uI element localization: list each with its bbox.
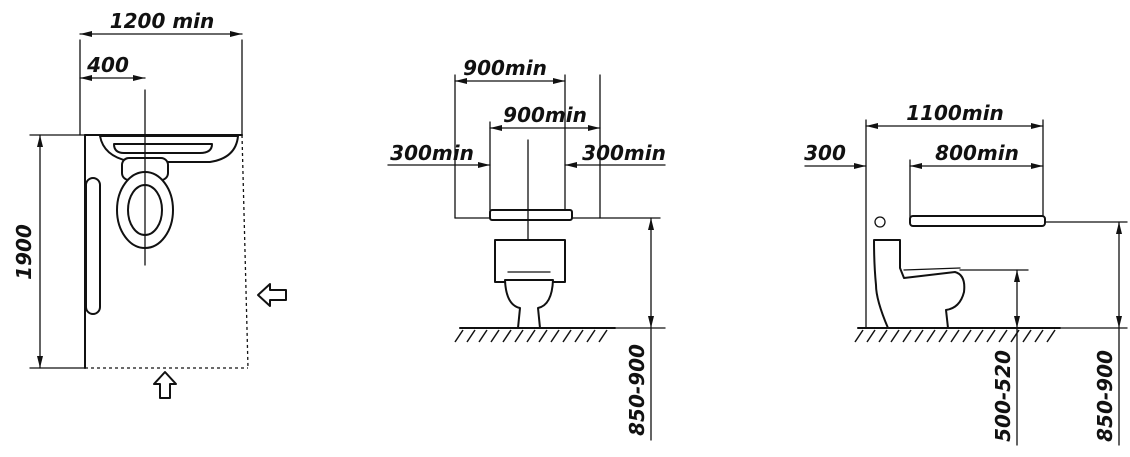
floor-hatch	[454, 329, 608, 343]
front-inner-width-label: 900min	[503, 103, 587, 127]
flush-button-icon	[874, 216, 886, 228]
side-elevation	[804, 119, 1128, 446]
wall-grab-bar-side-icon	[909, 215, 1046, 227]
side-height-label: 850-900	[1093, 350, 1117, 442]
plan-depth-label: 1900	[12, 224, 36, 280]
front-left-clearance-label: 300min	[390, 141, 474, 165]
front-elevation	[387, 74, 666, 441]
cistern-front-icon	[494, 239, 566, 283]
side-inner-width-label: 800min	[935, 141, 1019, 165]
entry-arrow-up-icon	[153, 371, 177, 399]
side-left-clearance-label: 300	[804, 141, 846, 165]
toilet-side-icon	[873, 239, 966, 329]
entry-arrow-right-icon	[257, 283, 287, 307]
wall-grab-bar-front-icon	[489, 209, 573, 221]
side-outer-width-label: 1100min	[906, 101, 1004, 125]
front-outer-width-label: 900min	[463, 56, 547, 80]
plan-view	[29, 31, 287, 399]
side-grab-bar-icon	[85, 177, 101, 315]
plan-width-label: 1200 min	[110, 9, 215, 33]
plan-offset-label: 400	[86, 53, 129, 77]
side-seat-height-label: 500-520	[991, 350, 1015, 442]
floor-hatch-side	[854, 329, 1056, 343]
front-right-clearance-label: 300min	[582, 141, 666, 165]
front-height-label: 850-900	[625, 344, 649, 436]
toilet-bowl-front-icon	[504, 279, 554, 329]
